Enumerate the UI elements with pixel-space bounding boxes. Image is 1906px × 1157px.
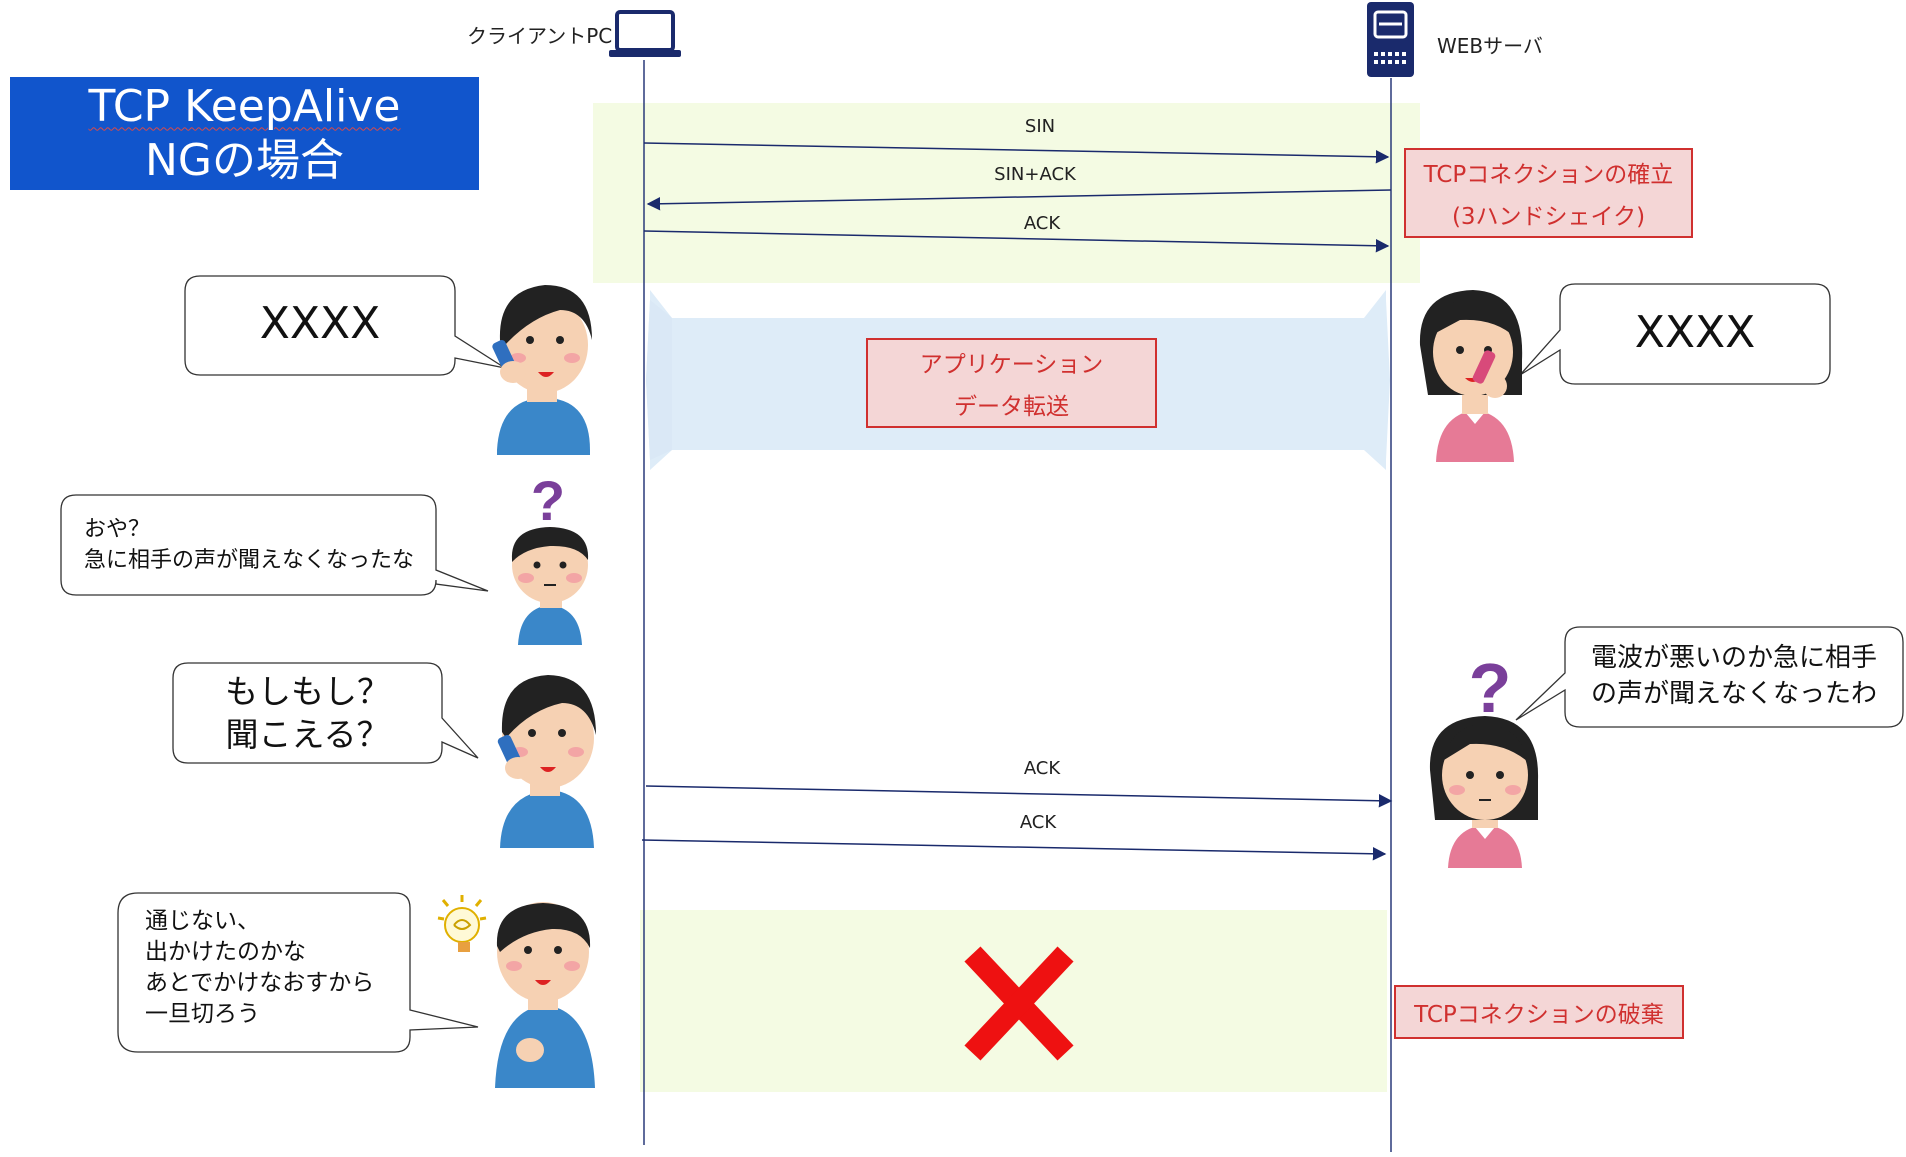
- client-person-wondering: [511, 527, 589, 645]
- note-teardown-text: TCPコネクションの破棄: [1414, 1002, 1664, 1028]
- bubble-client-talk: [184, 275, 506, 376]
- bubble-client-talk-text: XXXX: [259, 298, 381, 349]
- bubble-client-giveup-text: 通じない、 出かけたのかな あとでかけなおすから 一旦切ろう: [145, 906, 374, 1030]
- title-line-2: NGの場合: [144, 134, 344, 186]
- bubble-client-wonder-text: おや？ 急に相手の声が聞えなくなったな: [84, 514, 414, 576]
- arrow-sin: [643, 142, 1390, 164]
- note-handshake-line-2: (3ハンドシェイク): [1451, 204, 1646, 230]
- note-handshake-line-1: TCPコネクションの確立: [1423, 162, 1674, 188]
- bubble-client-giveup-line-3: あとでかけなおすから: [145, 970, 375, 996]
- bubble-client-giveup-line-2: 出かけたのかな: [145, 939, 306, 965]
- bubble-client-wonder-line-2: 急に相手の声が聞えなくなったな: [84, 548, 415, 573]
- bubble-client-giveup-line-1: 通じない、: [145, 908, 260, 934]
- note-teardown: TCPコネクションの破棄: [1394, 985, 1684, 1039]
- cross-icon: [964, 946, 1074, 1061]
- title-line-1: TCP KeepAlive: [88, 80, 401, 132]
- message-label-sin: SIN: [1024, 116, 1056, 137]
- bubble-client-hello-text: もしもし？ 聞こえる？: [173, 670, 442, 756]
- note-app-data: アプリケーション データ転送: [866, 338, 1157, 428]
- light-bulb-icon: [437, 895, 487, 952]
- client-person-giving-up: [495, 902, 595, 1088]
- message-label-ack-1: ACK: [1023, 213, 1061, 234]
- bubble-client-wonder-line-1: おや？: [84, 517, 151, 542]
- diagram-title: TCP KeepAlive NGの場合: [10, 77, 479, 190]
- server-person-talking: [1419, 290, 1523, 462]
- arrow-ack-2: [645, 785, 1393, 808]
- server-icon: [1367, 2, 1414, 77]
- bubble-server-talk: [1519, 283, 1831, 385]
- note-app-data-line-1: アプリケーション: [919, 352, 1104, 378]
- arrow-ack-1: [643, 230, 1390, 253]
- note-handshake: TCPコネクションの確立 (3ハンドシェイク): [1404, 148, 1693, 238]
- arrow-ack-3: [641, 839, 1387, 861]
- bubble-client-hello-line-2: 聞こえる？: [225, 715, 390, 754]
- server-person-wondering: [1429, 716, 1539, 868]
- client-label: クライアントPC: [467, 24, 613, 48]
- laptop-icon: [609, 10, 681, 57]
- bubble-server-wonder: [1515, 626, 1904, 728]
- note-app-data-line-2: データ転送: [954, 394, 1069, 420]
- message-label-sin-ack: SIN+ACK: [994, 164, 1076, 185]
- bubble-client-hello-line-1: もしもし？: [225, 672, 390, 711]
- arrow-sin-ack: [646, 189, 1392, 211]
- client-person-calling: [497, 675, 596, 848]
- client-person-talking: [492, 285, 592, 455]
- bubble-client-wonder: [60, 494, 489, 596]
- bubble-server-wonder-line-2: の声が聞えなくなったわ: [1590, 679, 1877, 709]
- bubble-server-wonder-line-1: 電波が悪いのか急に相手: [1590, 643, 1877, 673]
- question-mark-icon: ?: [1469, 649, 1512, 727]
- handshake-band: [593, 103, 1420, 283]
- bubble-server-talk-text: XXXX: [1634, 307, 1756, 358]
- bubble-client-giveup: [117, 892, 479, 1053]
- question-mark-icon: ?: [531, 469, 565, 532]
- message-label-ack-3: ACK: [1019, 812, 1057, 833]
- bubble-client-giveup-line-4: 一旦切ろう: [145, 1001, 260, 1027]
- server-label: WEBサーバ: [1437, 34, 1543, 58]
- bubble-server-wonder-text: 電波が悪いのか急に相手 の声が聞えなくなったわ: [1565, 640, 1903, 712]
- message-label-ack-2: ACK: [1023, 758, 1061, 779]
- bubble-client-hello: [172, 662, 479, 764]
